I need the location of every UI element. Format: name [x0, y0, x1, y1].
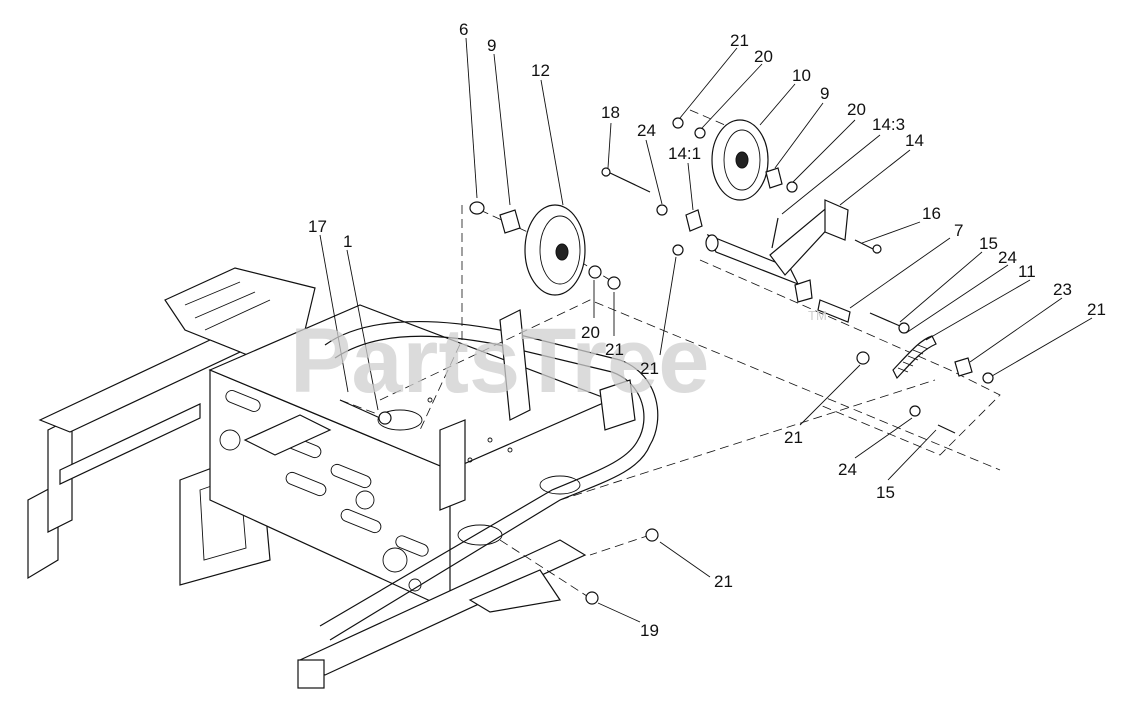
- callout-14: 14: [905, 131, 924, 150]
- idler-arm-group: [601, 167, 994, 434]
- callout-9b: 9: [820, 84, 829, 103]
- callout-labels: 6 9 12 17 1 20 21 18 24 14:1 21 21 20 10…: [308, 20, 1106, 640]
- washer-24: [656, 204, 668, 216]
- callout-9: 9: [487, 36, 496, 55]
- spacer-9: [499, 209, 521, 234]
- nut-21-left: [672, 244, 684, 256]
- pulley-12: [524, 204, 586, 296]
- washer-20: [588, 265, 602, 279]
- nut-21-lower: [856, 351, 870, 365]
- nut-21: [607, 276, 621, 290]
- callout-19: 19: [640, 621, 659, 640]
- spring-11: [892, 335, 937, 380]
- pin-14-3: [771, 217, 779, 249]
- nut-6: [469, 201, 485, 215]
- callout-21e: 21: [784, 428, 803, 447]
- callout-20: 20: [581, 323, 600, 342]
- callout-21: 21: [605, 340, 624, 359]
- callout-14-1: 14:1: [668, 144, 701, 163]
- callout-14-3: 14:3: [872, 115, 905, 134]
- callout-20c: 20: [847, 100, 866, 119]
- callout-23: 23: [1053, 280, 1072, 299]
- nut-21-right: [982, 372, 994, 384]
- callout-18: 18: [601, 103, 620, 122]
- washer-24-lower: [909, 405, 921, 417]
- frame-hardware: [339, 399, 659, 605]
- idler-pulley-10-group: [672, 117, 798, 201]
- callout-7: 7: [954, 221, 963, 240]
- callout-24c: 24: [838, 460, 857, 479]
- bolt-15-lower: [937, 424, 956, 434]
- callout-12: 12: [531, 61, 550, 80]
- spacer-23: [954, 357, 973, 377]
- bushing-14-1: [685, 209, 703, 232]
- callout-15: 15: [979, 234, 998, 253]
- callout-10: 10: [792, 66, 811, 85]
- callout-21b: 21: [640, 359, 659, 378]
- watermark-text: PartsTree: [290, 310, 709, 412]
- callout-15b: 15: [876, 483, 895, 502]
- bolt-15: [869, 312, 901, 327]
- callout-21f: 21: [714, 572, 733, 591]
- callout-6: 6: [459, 20, 468, 39]
- leader-lines: [319, 37, 1093, 623]
- callout-24: 24: [637, 121, 656, 140]
- watermark: PartsTree TM: [290, 308, 827, 412]
- idler-pulley-12-group: [469, 201, 621, 296]
- callout-21c: 21: [730, 31, 749, 50]
- watermark-trademark: TM: [808, 308, 827, 323]
- callout-20b: 20: [754, 47, 773, 66]
- callout-17: 17: [308, 217, 327, 236]
- callout-24b: 24: [998, 248, 1017, 267]
- callout-16: 16: [922, 204, 941, 223]
- callout-1: 1: [343, 232, 352, 251]
- bolt-18: [607, 171, 651, 193]
- callout-11: 11: [1018, 262, 1036, 281]
- callout-21d: 21: [1087, 300, 1106, 319]
- mower-frame: [27, 267, 659, 689]
- bolt-16: [854, 239, 876, 251]
